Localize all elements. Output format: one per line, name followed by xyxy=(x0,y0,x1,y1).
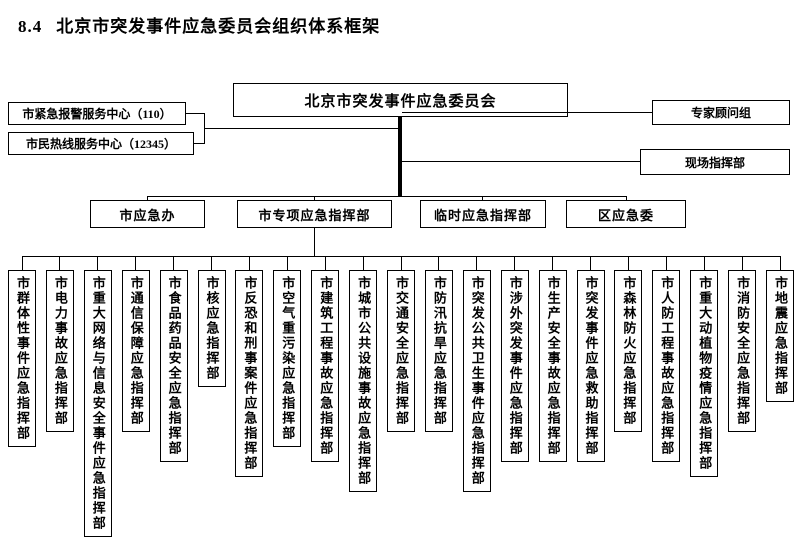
connector-special-to-subbus xyxy=(314,228,315,256)
connector-left-to-trunk xyxy=(204,128,399,129)
connector-sub-stub xyxy=(741,256,743,270)
org-box-sub-unit: 市核应急指挥部 xyxy=(197,270,226,387)
org-box-sub-unit: 市通信保障应急指挥部 xyxy=(121,270,150,432)
connector-sub-stub xyxy=(362,256,364,270)
org-box-sub-unit: 市地震应急指挥部 xyxy=(766,270,794,402)
connector-level2-stub-2 xyxy=(314,196,315,201)
org-box-sub-unit: 市交通安全应急指挥部 xyxy=(387,270,415,432)
connector-trunk-to-expert-group xyxy=(402,112,652,113)
connector-level2-stub-1 xyxy=(147,196,148,201)
org-box-emergency-office: 市应急办 xyxy=(90,200,205,228)
connector-left-box2-stub xyxy=(194,143,205,144)
org-box-district-committee: 区应急委 xyxy=(566,200,686,228)
org-box-expert-advisory-group: 专家顾问组 xyxy=(652,100,790,125)
org-box-citizen-hotline-center: 市民热线服务中心（12345） xyxy=(8,132,194,155)
connector-sub-stub xyxy=(211,256,212,270)
connector-sub-stub xyxy=(135,256,137,270)
connector-sub-stub xyxy=(590,256,591,270)
connector-sub-stub xyxy=(779,256,781,270)
connector-sub-stub xyxy=(703,256,705,270)
connector-sub-stub xyxy=(438,256,440,270)
org-box-emergency-call-center: 市紧急报警服务中心（110） xyxy=(8,102,186,125)
org-box-sub-unit: 市突发公共卫生事件应急指挥部 xyxy=(462,270,491,492)
org-box-temporary-command: 临时应急指挥部 xyxy=(420,200,546,228)
connector-sub-stub xyxy=(552,256,554,270)
connector-sub-stub xyxy=(514,256,516,270)
connector-sub-stub xyxy=(173,256,175,270)
org-box-special-command: 市专项应急指挥部 xyxy=(237,200,392,228)
connector-sub-stub xyxy=(400,256,402,270)
connector-level2-stub-3 xyxy=(482,196,483,201)
org-box-sub-unit: 市森林防火应急指挥部 xyxy=(614,270,643,432)
connector-sub-stub xyxy=(97,256,99,270)
connector-sub-stub xyxy=(59,256,61,270)
title-text: 北京市突发事件应急委员会组织体系框架 xyxy=(56,17,381,36)
connector-root-trunk xyxy=(398,117,402,197)
org-box-sub-unit: 市食品药品安全应急指挥部 xyxy=(159,270,188,462)
connector-sub-stub xyxy=(248,256,250,270)
section-number: 8.4 xyxy=(18,17,43,36)
org-box-sub-unit: 市空气重污染应急指挥部 xyxy=(273,270,302,447)
org-box-sub-unit: 市生产安全事故应急指挥部 xyxy=(538,270,567,462)
org-box-sub-unit: 市电力事故应急指挥部 xyxy=(45,270,74,432)
org-box-sub-unit: 市重大网络与信息安全事件应急指挥部 xyxy=(83,270,112,537)
org-box-sub-unit: 市群体性事件应急指挥部 xyxy=(8,270,36,447)
org-box-sub-unit: 市重大动植物疫情应急指挥部 xyxy=(690,270,719,477)
page-title: 8.4 北京市突发事件应急委员会组织体系框架 xyxy=(18,12,380,37)
org-box-root: 北京市突发事件应急委员会 xyxy=(233,83,568,117)
connector-sub-stub xyxy=(324,256,326,270)
org-box-sub-unit: 市突发事件应急救助指挥部 xyxy=(576,270,605,462)
connector-sub-stub xyxy=(286,256,288,270)
connector-left-box1-stub xyxy=(186,113,205,114)
connector-level2-bus xyxy=(147,196,627,197)
connector-sub-stub xyxy=(476,256,478,270)
org-box-sub-unit: 市防汛抗旱应急指挥部 xyxy=(424,270,453,432)
connector-sub-stub xyxy=(665,256,667,270)
connector-trunk-to-onsite-command xyxy=(402,161,640,162)
org-box-sub-unit: 市涉外突发事件应急指挥部 xyxy=(500,270,529,462)
org-box-sub-unit: 市建筑工程事故应急指挥部 xyxy=(311,270,340,462)
connector-sub-stub xyxy=(627,256,629,270)
org-box-sub-unit: 市人防工程事故应急指挥部 xyxy=(652,270,681,462)
org-box-sub-unit: 市城市公共设施事故应急指挥部 xyxy=(349,270,378,492)
org-box-onsite-command: 现场指挥部 xyxy=(640,149,790,175)
org-box-sub-unit: 市反恐和刑事案件应急指挥部 xyxy=(235,270,264,477)
connector-level2-stub-4 xyxy=(626,196,627,201)
connector-sub-stub xyxy=(21,256,23,270)
org-box-sub-unit: 市消防安全应急指挥部 xyxy=(728,270,757,432)
